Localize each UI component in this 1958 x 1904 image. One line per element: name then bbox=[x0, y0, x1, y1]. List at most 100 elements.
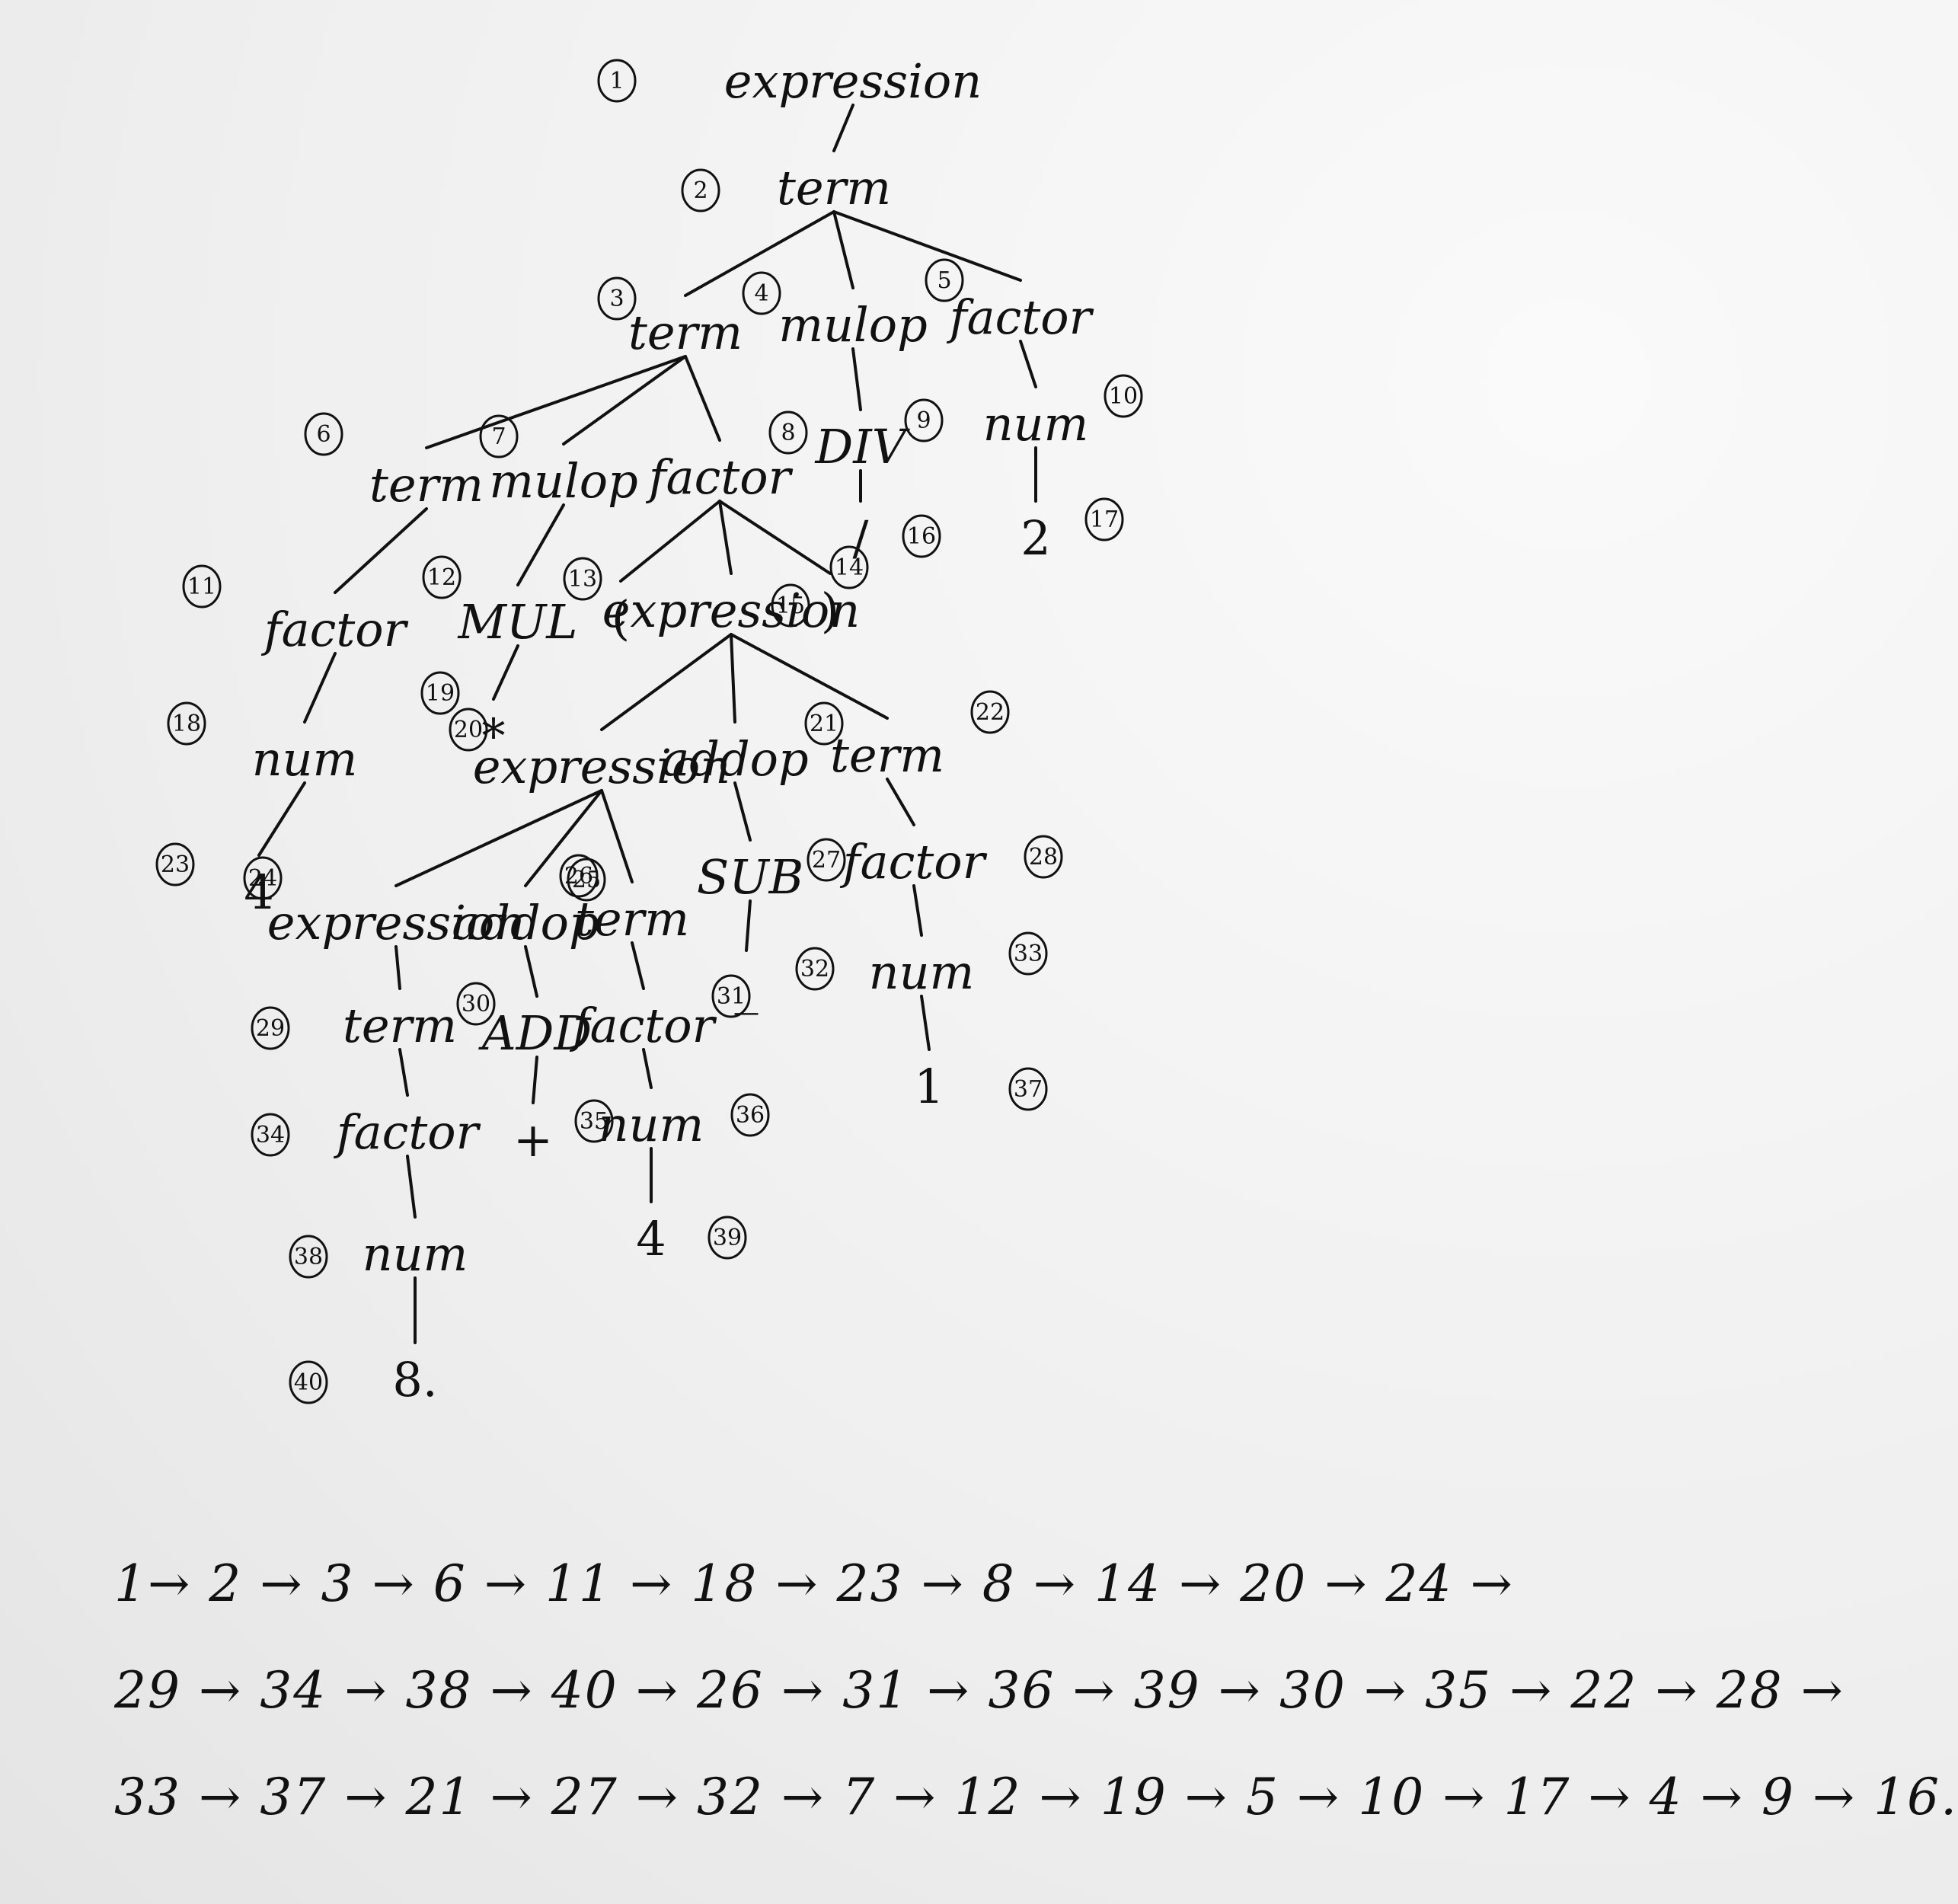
tree-edge bbox=[718, 500, 733, 575]
tree-edge bbox=[600, 633, 733, 731]
step-number: 13 bbox=[568, 566, 597, 593]
tree-edge bbox=[832, 104, 854, 152]
step-number: 15 bbox=[776, 593, 805, 619]
step-number-circle bbox=[559, 854, 599, 898]
step-number-circle bbox=[807, 838, 846, 882]
step-number-circle bbox=[289, 1235, 328, 1279]
tree-node-label: SUB bbox=[697, 849, 803, 905]
tree-edge bbox=[733, 781, 752, 842]
tree-node: num 36 bbox=[599, 1093, 770, 1152]
tree-edge bbox=[562, 355, 687, 446]
step-number: 29 bbox=[256, 1015, 285, 1042]
tree-edge bbox=[851, 347, 862, 411]
tree-edge bbox=[718, 500, 832, 575]
step-number: 35 bbox=[580, 1108, 608, 1135]
step-number: 40 bbox=[294, 1369, 323, 1396]
step-number: 27 bbox=[812, 847, 841, 874]
tree-node-label: _ bbox=[735, 960, 759, 1015]
step-number: 22 bbox=[976, 699, 1005, 726]
step-number: 20 bbox=[454, 717, 483, 743]
traversal-sequence: 1→ 2 → 3 → 6 → 11 → 18 → 23 → 8 → 14 → 2… bbox=[114, 1531, 1956, 1851]
tree-node-label: ) bbox=[821, 583, 839, 638]
tree-edge bbox=[832, 210, 1022, 282]
step-number-circle bbox=[597, 276, 637, 321]
step-number: 19 bbox=[426, 680, 455, 707]
tree-node-label: num bbox=[983, 396, 1089, 452]
tree-edge bbox=[532, 1056, 538, 1104]
step-number-circle bbox=[155, 842, 195, 887]
step-number: 32 bbox=[800, 956, 829, 982]
tree-node-label: mulop bbox=[489, 453, 638, 509]
step-number-circle bbox=[1104, 374, 1143, 418]
tree-node-label: addop bbox=[452, 895, 599, 950]
step-number-circle bbox=[479, 414, 519, 458]
tree-edge bbox=[730, 633, 889, 720]
tree-node: /16 bbox=[853, 510, 941, 566]
tree-node-label: term bbox=[628, 305, 743, 360]
tree-edge bbox=[1019, 340, 1037, 388]
step-number: 4 bbox=[754, 280, 768, 307]
tree-edge bbox=[920, 995, 931, 1051]
step-number: 11 bbox=[187, 573, 216, 600]
step-number-circle bbox=[829, 545, 869, 589]
tree-edge bbox=[745, 899, 752, 952]
step-number: 36 bbox=[736, 1102, 765, 1129]
step-number-circle bbox=[1008, 1067, 1048, 1111]
step-number-circle bbox=[904, 398, 944, 442]
tree-node-label: term bbox=[575, 891, 689, 947]
step-number: 38 bbox=[294, 1244, 323, 1270]
tree-edge bbox=[684, 210, 835, 297]
step-number: 31 bbox=[717, 983, 746, 1010]
tree-node-label: 8. bbox=[392, 1352, 437, 1407]
step-number-circle bbox=[925, 258, 964, 302]
step-number: 10 bbox=[1109, 383, 1138, 410]
tree-node-label: num bbox=[599, 1097, 704, 1152]
tree-node: ) 15 bbox=[771, 583, 839, 638]
step-number-circle bbox=[707, 1216, 747, 1260]
tree-node: (13 bbox=[563, 557, 630, 646]
tree-edge bbox=[912, 884, 923, 937]
step-number-circle bbox=[563, 557, 602, 601]
step-number: 23 bbox=[161, 851, 190, 878]
tree-node: SUB 27 bbox=[697, 838, 846, 905]
step-number: 21 bbox=[810, 711, 838, 737]
tree-edge bbox=[303, 652, 337, 724]
tree-edge bbox=[394, 789, 603, 887]
tree-node-label: expression bbox=[602, 583, 860, 638]
tree-node-label: mulop bbox=[778, 297, 928, 353]
tree-node-label: / bbox=[853, 510, 869, 566]
tree-edge bbox=[398, 1048, 409, 1097]
step-number: 14 bbox=[835, 554, 864, 581]
step-number-circle bbox=[711, 974, 751, 1018]
step-number-circle bbox=[567, 858, 606, 902]
step-number: 17 bbox=[1090, 506, 1119, 533]
step-number-circle bbox=[771, 583, 810, 628]
tree-node-label: factor bbox=[646, 449, 794, 505]
step-number: 1 bbox=[609, 68, 624, 94]
step-number-circle bbox=[574, 1099, 614, 1143]
step-number-circle bbox=[251, 1113, 290, 1157]
step-number: 2 bbox=[693, 177, 707, 204]
tree-node-label: num bbox=[252, 731, 358, 787]
tree-node-label: expression bbox=[724, 53, 982, 109]
step-number: 12 bbox=[427, 564, 456, 591]
step-number-circle bbox=[730, 1093, 770, 1137]
tree-edge bbox=[684, 355, 721, 442]
step-number-circle bbox=[182, 564, 222, 609]
step-number: 8 bbox=[781, 420, 795, 446]
step-number-circle bbox=[289, 1360, 328, 1404]
step-number-circle bbox=[804, 701, 844, 746]
step-number-circle bbox=[251, 1006, 290, 1050]
